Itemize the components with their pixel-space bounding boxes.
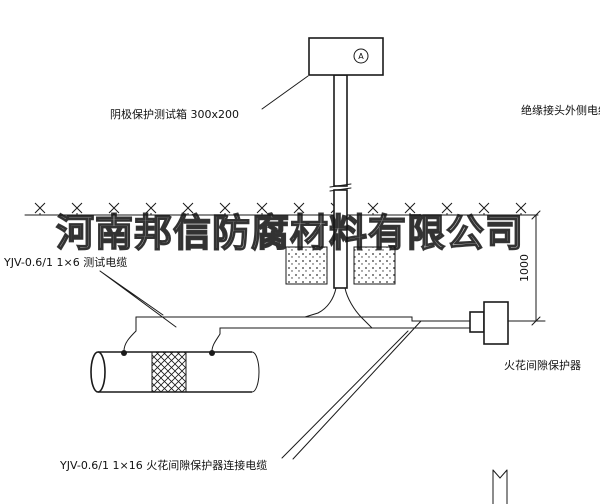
concrete-block-left	[285, 246, 328, 285]
pipe-end-cap	[90, 351, 106, 393]
test-box-post-upper	[333, 74, 348, 187]
label-test-box: 阴极保护测试箱 300x200	[110, 107, 239, 121]
cable-lead-right	[211, 327, 221, 352]
label-spark-protector: 火花间隙保护器	[504, 358, 581, 372]
dimension-1000: 1000	[507, 210, 546, 326]
pipeline	[90, 351, 260, 393]
label-test-cable: YJV-0.6/1 1×6 测试电缆	[3, 256, 127, 269]
leader-protector-cable	[281, 320, 422, 460]
pipe-right-end	[251, 351, 260, 393]
label-protector-cable: YJV-0.6/1 1×16 火花间隙保护器连接电缆	[59, 458, 267, 472]
pipe-sleeve-hatch	[151, 351, 187, 393]
pipe-riser-cut-symbol	[492, 469, 508, 504]
test-cable-left-drop	[304, 287, 337, 318]
test-box-post-lower	[333, 189, 348, 289]
test-cable-right-drop	[344, 287, 373, 329]
dimension-text: 1000	[518, 254, 531, 282]
cable-weld-point-left	[121, 350, 127, 356]
cable-run-upper	[135, 316, 471, 322]
cable-lead-left	[123, 316, 137, 352]
leader-test-box	[261, 75, 309, 110]
ground-hatch-marks	[34, 202, 527, 215]
concrete-block-right	[353, 246, 396, 285]
cable-weld-point-right	[209, 350, 215, 356]
meter-symbol-label: A	[358, 52, 364, 61]
label-insulated-joint-cable: 绝缘接头外侧电缆	[521, 103, 600, 117]
spark-gap-protector	[469, 301, 509, 345]
meter-symbol-circle	[353, 48, 369, 64]
test-box	[308, 37, 384, 76]
leader-test-cable	[99, 270, 177, 328]
